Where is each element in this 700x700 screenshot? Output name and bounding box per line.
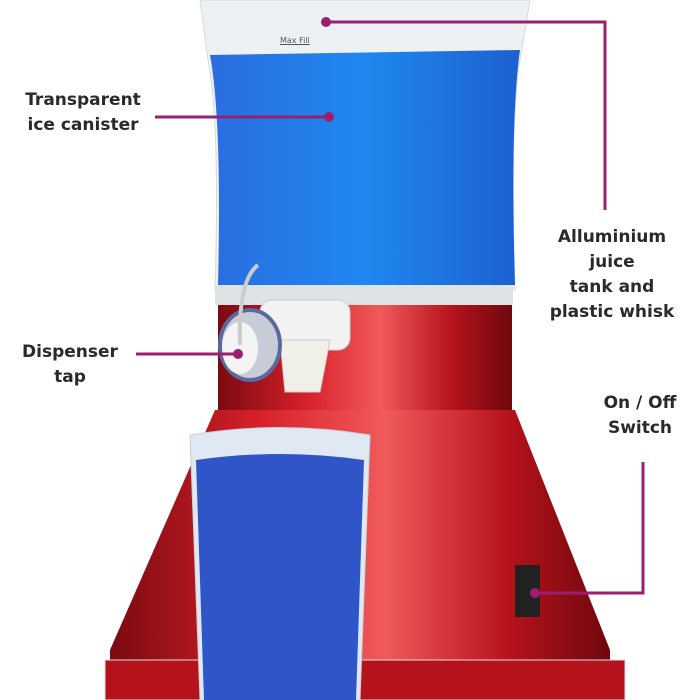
label-line: juice [589, 252, 635, 272]
label-ice-canister: Transparent ice canister [8, 88, 158, 138]
glass [189, 427, 371, 700]
label-line: tank and [569, 277, 655, 297]
label-line: Transparent [25, 90, 141, 110]
callout-lines [136, 20, 645, 595]
label-juice-tank: Alluminium juice tank and plastic whisk [537, 225, 687, 325]
label-on-off-switch: On / Off Switch [580, 391, 700, 441]
ice-canister [199, 0, 531, 291]
label-line: Dispenser [22, 342, 118, 362]
label-line: Alluminium [557, 227, 667, 247]
label-line: Switch [607, 418, 673, 438]
label-dispenser-tap: Dispenser tap [5, 340, 135, 390]
label-line: plastic whisk [549, 302, 675, 322]
base-trim [104, 659, 626, 700]
max-fill-marking: Max Fill [280, 36, 310, 45]
dispenser-tap [218, 263, 351, 393]
label-line: On / Off [603, 393, 677, 413]
label-line: ice canister [27, 115, 139, 135]
label-line: tap [54, 367, 86, 387]
canister-ring [215, 285, 513, 305]
callout-dots [233, 17, 540, 598]
